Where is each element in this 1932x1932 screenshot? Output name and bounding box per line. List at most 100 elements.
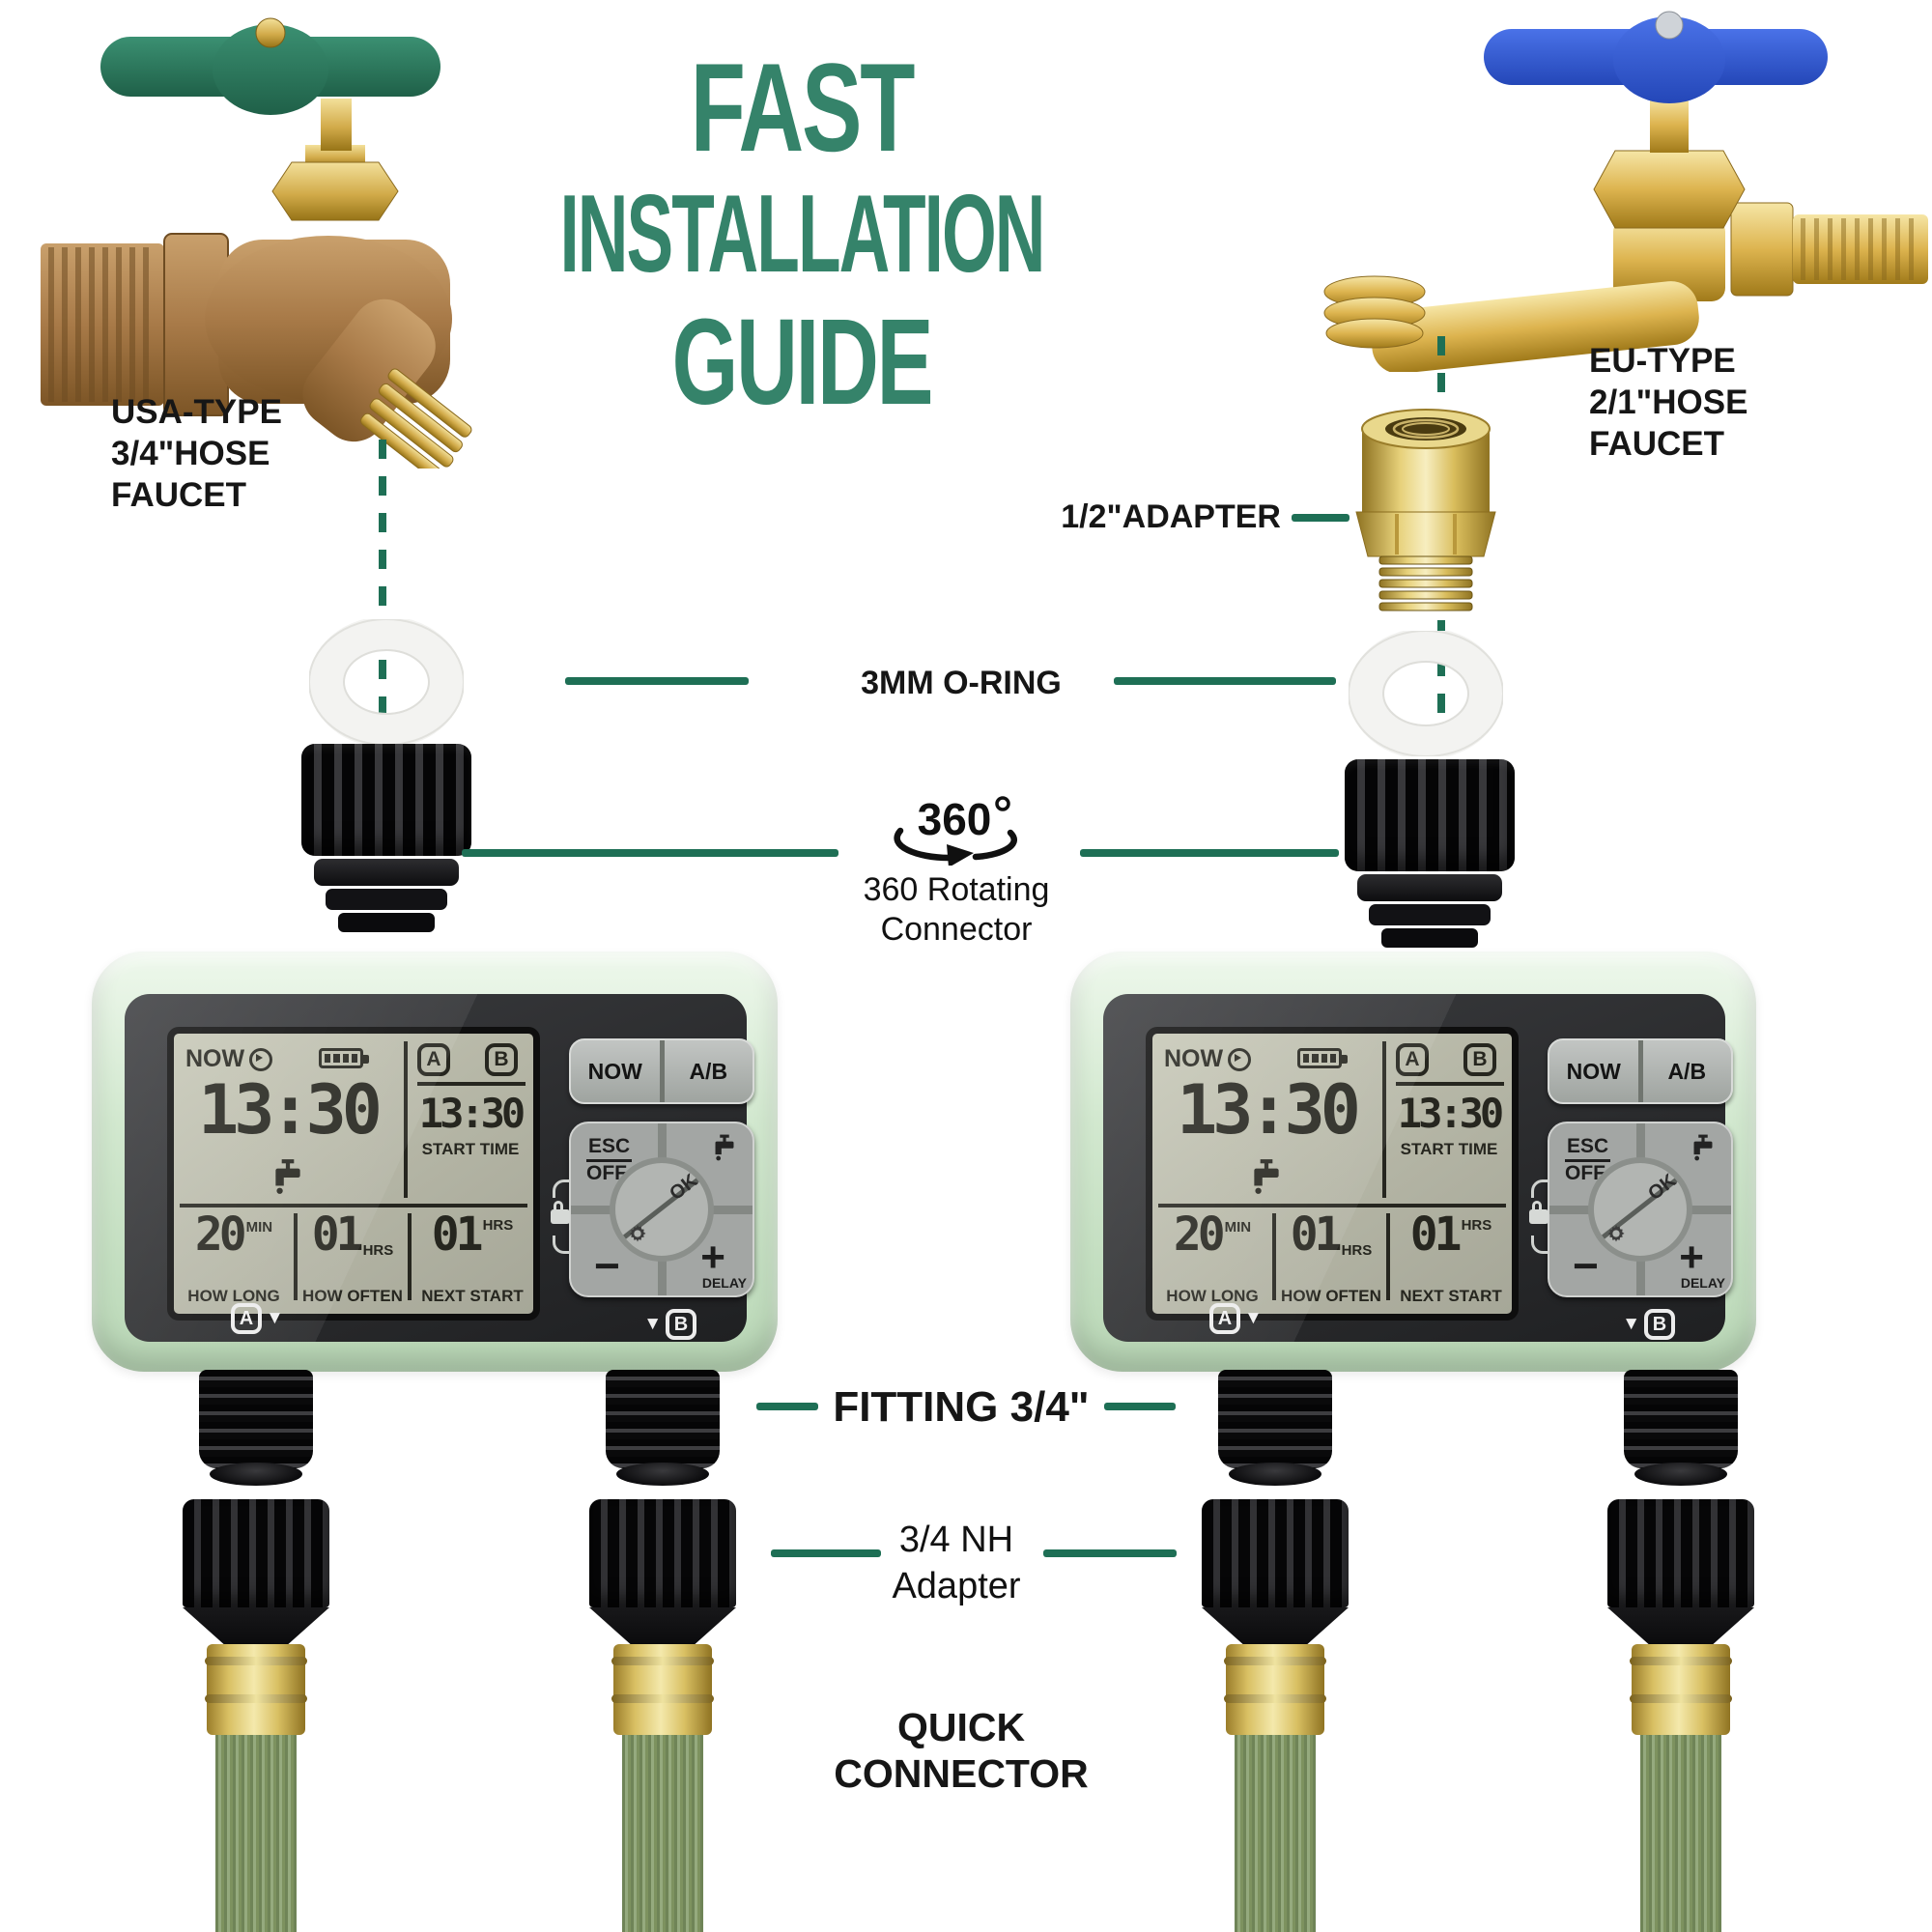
- now-button: NOW: [1566, 1058, 1621, 1084]
- quick-connector-collar-photo: [183, 1499, 329, 1607]
- hose-ferrule-photo: [611, 1644, 714, 1735]
- usa-align-dashes: [379, 440, 386, 753]
- lcd-horizontal-divider: [1158, 1204, 1506, 1208]
- manual-watering-button-icon: [715, 1134, 734, 1161]
- lcd-now-indicator: NOW: [1164, 1045, 1252, 1073]
- program-b-badge: B: [1463, 1043, 1496, 1076]
- fitting-dash-right: [1104, 1403, 1176, 1410]
- plus-button: +: [700, 1234, 725, 1281]
- down-arrow-icon: ▼: [266, 1308, 284, 1328]
- ab-button: A/B: [1637, 1040, 1732, 1102]
- usa-faucet-label: USA-TYPE 3/4"HOSE FAUCET: [111, 393, 282, 514]
- half-adapter-line: [1292, 514, 1350, 522]
- lcd-horizontal-divider: [180, 1204, 527, 1208]
- rotating-connector-left-photo: [299, 744, 473, 932]
- cell-divider: [1386, 1213, 1390, 1300]
- gear-icon: [629, 1224, 646, 1242]
- title-line-1: FAST: [690, 37, 916, 178]
- eu-faucet-photo: [1323, 11, 1928, 372]
- nh-adapter-label: 3/4 NH Adapter: [892, 1520, 1021, 1606]
- top-button-pill: NOW A/B: [569, 1038, 754, 1104]
- outlet-b-marker: ▼ B: [1622, 1309, 1675, 1340]
- title-line-3: GUIDE: [671, 294, 934, 430]
- usa-faucet-photo: [41, 17, 472, 469]
- title-line-2: INSTALLATION: [559, 173, 1045, 296]
- garden-hose-photo: [622, 1735, 703, 1932]
- eu-faucet-handle: [1484, 11, 1828, 103]
- down-arrow-icon: ▼: [1622, 1314, 1640, 1334]
- garden-hose-photo: [215, 1735, 297, 1932]
- rotating-connector-right-photo: [1343, 759, 1517, 948]
- garden-hose-photo: [1235, 1735, 1316, 1932]
- clock-icon: [1228, 1047, 1252, 1071]
- quick-connector-collar-photo: [589, 1499, 736, 1607]
- rotate-caption-1: 360 Rotating: [863, 871, 1050, 908]
- cell-divider: [408, 1213, 412, 1300]
- timer-face-panel: NOW A B 13:30 13:30 START TIME: [1103, 994, 1733, 1342]
- delay-button-label: DELAY: [701, 1275, 747, 1291]
- outlet-b-marker: ▼ B: [643, 1309, 696, 1340]
- faucet-icon: [1254, 1159, 1279, 1194]
- lcd-vertical-divider: [404, 1041, 408, 1198]
- gear-icon: [1607, 1224, 1625, 1242]
- top-button-pill: NOW A/B: [1548, 1038, 1733, 1104]
- down-arrow-icon: ▼: [643, 1314, 662, 1334]
- lcd-current-time: 13:30: [198, 1070, 383, 1150]
- male-fitting-photo: [199, 1370, 313, 1468]
- esc-off-button: ESC OFF: [586, 1135, 633, 1184]
- ab-button: A/B: [659, 1040, 753, 1102]
- lock-icon: [546, 1179, 575, 1254]
- start-time-rule: [417, 1082, 526, 1086]
- start-time-label: START TIME: [421, 1140, 520, 1158]
- start-time-label: START TIME: [1400, 1140, 1498, 1158]
- lcd-start-time: 13:30: [418, 1090, 526, 1137]
- program-a-badge: A: [417, 1043, 450, 1076]
- eu-align-dashes-top: [1437, 336, 1445, 410]
- rotate-caption-2: Connector: [880, 911, 1033, 948]
- lcd-vertical-divider: [1382, 1041, 1386, 1198]
- hose-ferrule-photo: [205, 1644, 307, 1735]
- dpad-button-cluster: ESC OFF − + DELAY OK: [569, 1122, 754, 1297]
- page-title: FAST INSTALLATION GUIDE: [396, 44, 1208, 423]
- start-time-rule: [1396, 1082, 1504, 1086]
- battery-icon: [1297, 1048, 1348, 1068]
- now-button: NOW: [587, 1058, 642, 1084]
- ok-button: OK: [610, 1157, 714, 1262]
- nh-adapter-line-left: [771, 1549, 881, 1557]
- male-fitting-photo: [1218, 1370, 1332, 1468]
- oring-left-photo: [309, 619, 464, 745]
- battery-icon: [319, 1048, 369, 1068]
- hose-ferrule-photo: [1630, 1644, 1732, 1735]
- oring-right-photo: [1349, 631, 1503, 756]
- usa-faucet-handle: [100, 17, 440, 115]
- rotate-annotation: 360 360 Rotating Connector: [848, 790, 1065, 950]
- minus-button: −: [1573, 1240, 1599, 1291]
- hose-ferrule-photo: [1224, 1644, 1326, 1735]
- eu-faucet-label: EU-TYPE 2/1"HOSE FAUCET: [1589, 342, 1748, 463]
- oring-label: 3MM O-RING: [861, 665, 1062, 701]
- cell-divider: [294, 1213, 298, 1300]
- quick-connector-collar-photo: [1607, 1499, 1754, 1607]
- minus-button: −: [594, 1240, 620, 1291]
- faucet-icon: [275, 1159, 300, 1194]
- lcd-start-time: 13:30: [1397, 1090, 1504, 1137]
- fitting-dash-left: [756, 1403, 818, 1410]
- svg-text:360: 360: [918, 794, 992, 844]
- outlet-a-marker: A ▼: [1209, 1303, 1263, 1334]
- male-fitting-photo: [606, 1370, 720, 1468]
- ok-button: OK: [1588, 1157, 1692, 1262]
- timer-lcd: NOW A B 13:30 13:30 START TIME: [167, 1027, 540, 1321]
- outlet-column: [1198, 1370, 1352, 1932]
- nh-adapter-line-right: [1043, 1549, 1177, 1557]
- manual-watering-button-icon: [1693, 1134, 1713, 1161]
- outlet-column: [1604, 1370, 1758, 1932]
- rotate-line-right: [1080, 849, 1339, 857]
- outlet-a-marker: A ▼: [231, 1303, 284, 1334]
- quick-connector-label: QUICK CONNECTOR: [834, 1705, 1089, 1796]
- timer-lcd: NOW A B 13:30 13:30 START TIME: [1146, 1027, 1519, 1321]
- program-b-badge: B: [485, 1043, 518, 1076]
- quick-connector-collar-photo: [1202, 1499, 1349, 1607]
- plus-button: +: [1679, 1234, 1704, 1281]
